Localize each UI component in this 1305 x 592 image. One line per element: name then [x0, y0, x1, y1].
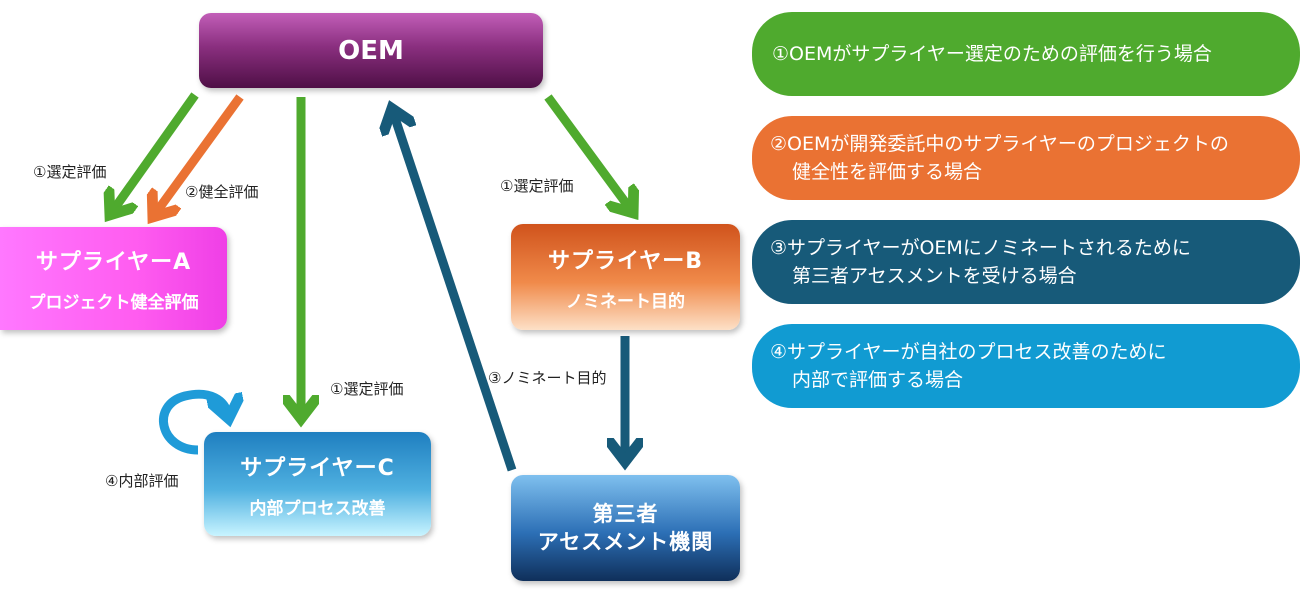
node-third-party-line2: アセスメント機関 [537, 530, 714, 554]
arrow-c-internal-loop [159, 389, 228, 455]
legend-item-4-line2: 内部で評価する場合 [792, 369, 964, 391]
edge-label-oem-to-a-health: ②健全評価 [185, 183, 259, 201]
legend-item-3-line1: ③サプライヤーがOEMにノミネートされるために [770, 237, 1191, 259]
edge-label-oem-to-b-selection: ①選定評価 [500, 177, 574, 195]
arrow-oem-to-a-health [155, 94, 244, 214]
legend-item-2-line2: 健全性を評価する場合 [792, 161, 983, 183]
node-supplier-b: サプライヤーB ノミネート目的 [511, 224, 740, 330]
legend-item-1: ①OEMがサプライヤー選定のための評価を行う場合 [752, 12, 1300, 96]
legend-item-4-line1: ④サプライヤーが自社のプロセス改善のために [770, 341, 1167, 363]
node-third-party: 第三者 アセスメント機関 [511, 475, 740, 581]
node-supplier-b-title: サプライヤーB [547, 248, 704, 274]
edge-label-third-to-oem: ③ノミネート目的 [488, 369, 607, 387]
arrow-third-to-oem [393, 112, 517, 472]
legend-item-4: ④サプライヤーが自社のプロセス改善のために 内部で評価する場合 [752, 324, 1300, 408]
arrow-oem-to-a-selection [112, 92, 199, 212]
node-supplier-a-title: サプライヤーA [35, 250, 192, 275]
edge-label-oem-to-a-selection: ①選定評価 [33, 163, 107, 181]
node-oem: OEM [199, 13, 543, 88]
node-supplier-c-title: サプライヤーC [240, 455, 395, 481]
node-third-party-line1: 第三者 [592, 502, 659, 526]
node-oem-label: OEM [338, 35, 404, 66]
node-supplier-b-subtitle: ノミネート目的 [566, 291, 685, 312]
legend-item-3-line2: 第三者アセスメントを受ける場合 [792, 265, 1077, 287]
node-supplier-c-subtitle: 内部プロセス改善 [249, 498, 386, 519]
edge-label-c-internal: ④内部評価 [105, 472, 179, 490]
arrow-oem-to-b-selection [544, 94, 631, 210]
legend-item-2: ②OEMが開発委託中のサプライヤーのプロジェクトの 健全性を評価する場合 [752, 116, 1300, 200]
legend-item-2-line1: ②OEMが開発委託中のサプライヤーのプロジェクトの [770, 133, 1229, 155]
edge-label-oem-to-c-selection: ①選定評価 [330, 380, 404, 398]
node-supplier-a: サプライヤーA プロジェクト健全評価 [0, 227, 227, 330]
node-supplier-a-subtitle: プロジェクト健全評価 [28, 293, 199, 313]
legend-item-1-line1: ①OEMがサプライヤー選定のための評価を行う場合 [772, 43, 1212, 65]
legend-item-3: ③サプライヤーがOEMにノミネートされるために 第三者アセスメントを受ける場合 [752, 220, 1300, 304]
node-supplier-c: サプライヤーC 内部プロセス改善 [204, 432, 431, 536]
